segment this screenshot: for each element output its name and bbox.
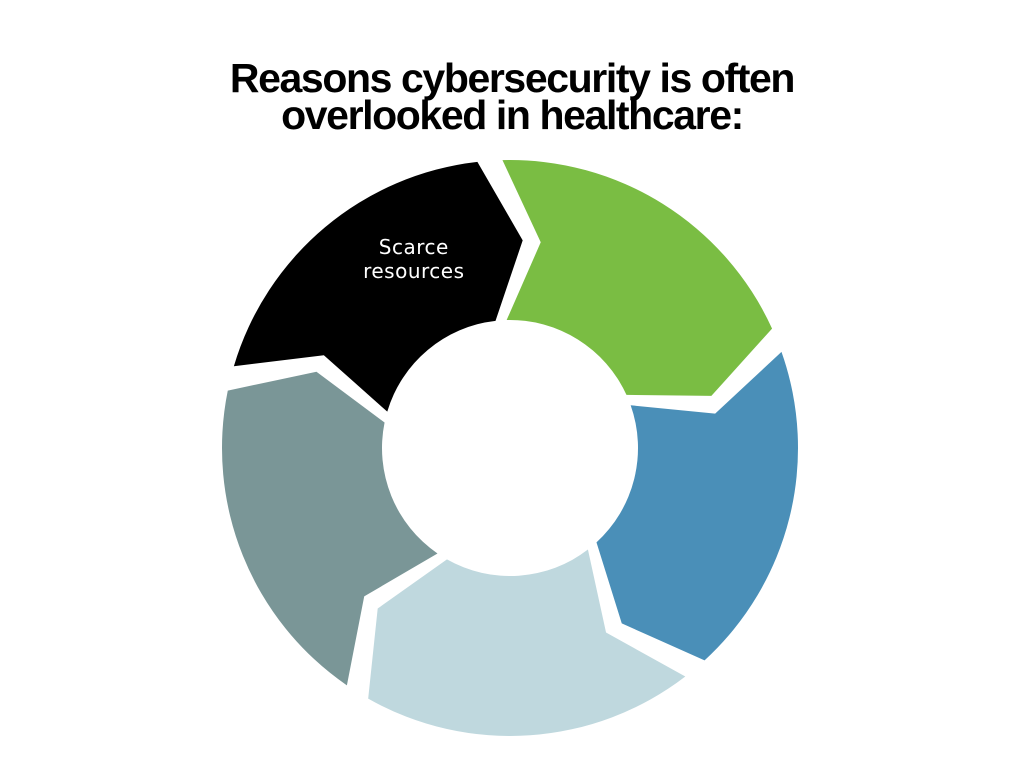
cycle-segment-data-intricacy (502, 160, 773, 396)
cycle-segment-scarce-resources (221, 371, 438, 686)
cycle-segment-multiple-parties-stakeholders (596, 351, 799, 661)
slide-title: Reasons cybersecurity is often overlooke… (112, 55, 912, 138)
slide-title-line-2: overlooked in healthcare: (281, 92, 744, 138)
cycle-label-line: resources (363, 259, 464, 283)
cycle-segment-compliance-and-regulations (368, 549, 686, 736)
cycle-segment-lack-of-understanding (233, 161, 523, 412)
cycle-label-line: Scarce (379, 235, 449, 259)
slide-title-line-1: Reasons cybersecurity is often (229, 55, 796, 101)
